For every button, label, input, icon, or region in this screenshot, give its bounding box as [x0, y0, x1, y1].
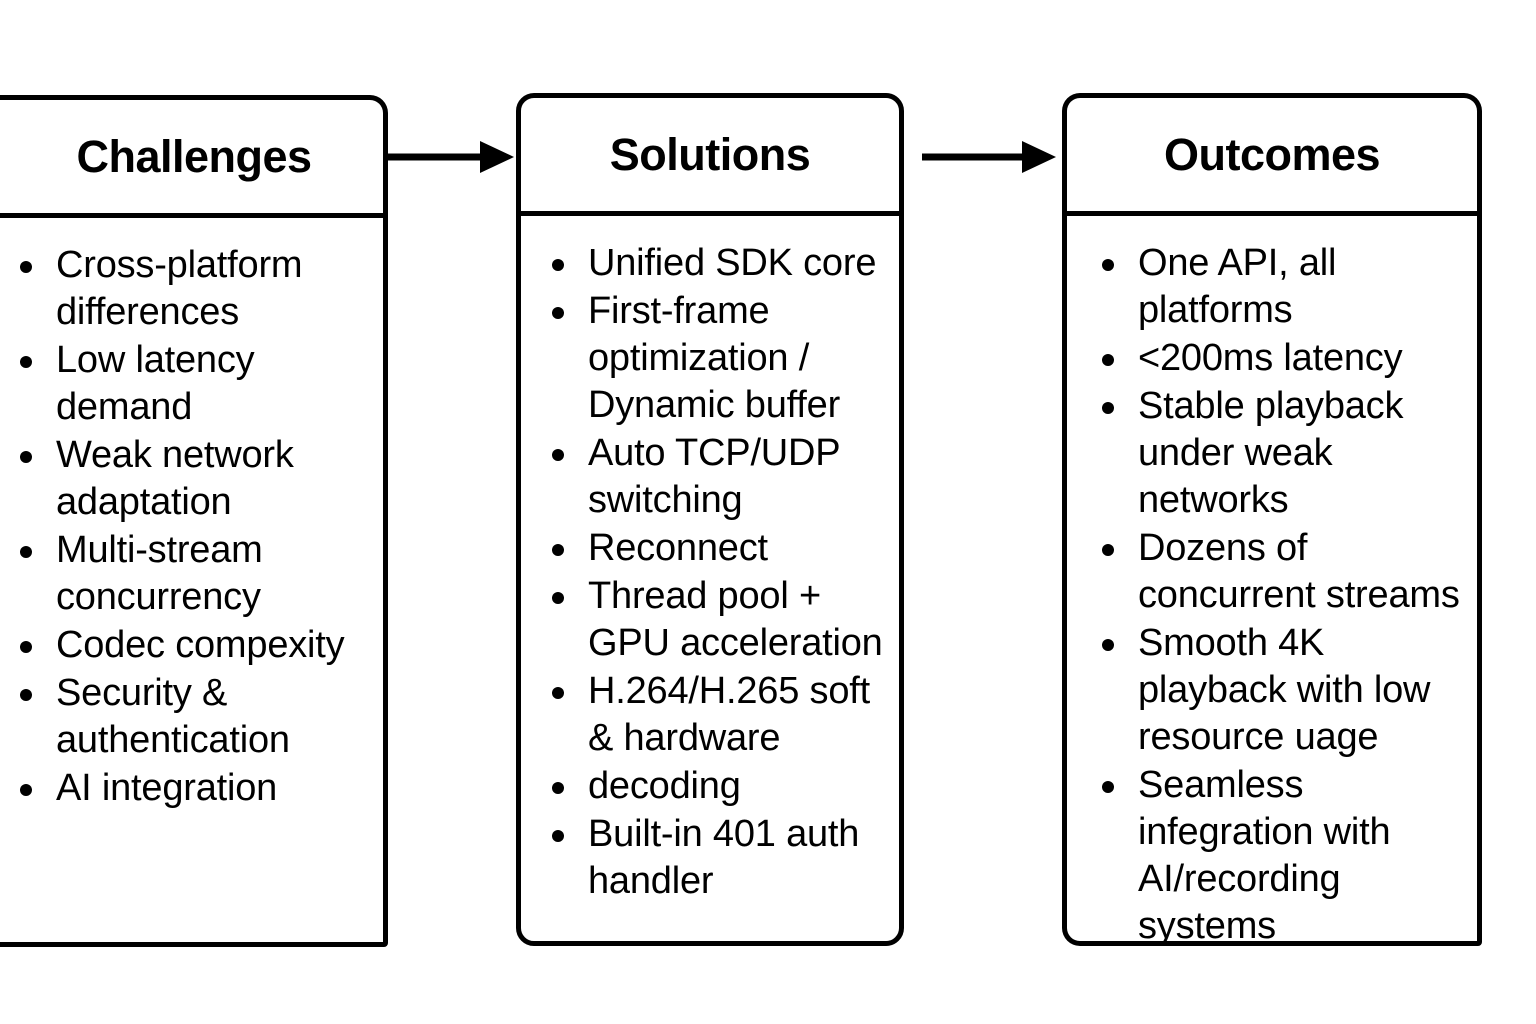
list-item: Weak network adaptation [15, 432, 375, 526]
list-item: Smooth 4K playback with low resource uag… [1097, 620, 1471, 761]
arrow-right-icon [922, 137, 1056, 177]
list-item: Codec compexity [15, 622, 375, 669]
stage-header-outcomes: Outcomes [1067, 98, 1477, 216]
bullet-list-challenges: Cross-platform differences Low latency d… [15, 242, 375, 812]
list-item: Low latency demand [15, 337, 375, 431]
list-item: Reconnect [547, 525, 893, 572]
list-item: H.264/H.265 soft & hardware [547, 668, 893, 762]
list-item: Auto TCP/UDP switching [547, 430, 893, 524]
list-item: Multi-stream concurrency [15, 527, 375, 621]
arrow-right-icon [386, 137, 514, 177]
bullet-list-outcomes: One API, all platforms <200ms latency St… [1097, 240, 1471, 941]
stage-header-solutions: Solutions [521, 98, 899, 216]
list-item: Thread pool + GPU acceleration [547, 573, 893, 667]
stage-body-outcomes: One API, all platforms <200ms latency St… [1067, 216, 1477, 941]
stage-box-challenges: Challenges Cross-platform differences Lo… [0, 95, 388, 947]
stage-body-solutions: Unified SDK core First-frame optimizatio… [521, 216, 899, 941]
list-item: Stable playback under weak networks [1097, 383, 1471, 524]
stage-title-challenges: Challenges [76, 131, 312, 182]
bullet-list-solutions: Unified SDK core First-frame optimizatio… [547, 240, 893, 905]
list-item: Unified SDK core [547, 240, 893, 287]
list-item: One API, all platforms [1097, 240, 1471, 334]
stage-header-challenges: Challenges [0, 100, 383, 218]
list-item: Seamless infegration with AI/recording s… [1097, 762, 1471, 941]
stage-title-solutions: Solutions [609, 129, 811, 180]
stage-box-solutions: Solutions Unified SDK core First-frame o… [516, 93, 904, 946]
list-item: Built-in 401 auth handler [547, 811, 893, 905]
list-item: Cross-platform differences [15, 242, 375, 336]
list-item: <200ms latency [1097, 335, 1471, 382]
list-item: Security & authentication [15, 670, 375, 764]
stage-box-outcomes: Outcomes One API, all platforms <200ms l… [1062, 93, 1482, 946]
list-item: First-frame optimization / Dynamic buffe… [547, 288, 893, 429]
list-item: Dozens of concurrent streams [1097, 525, 1471, 619]
stage-title-outcomes: Outcomes [1163, 129, 1381, 180]
list-item: AI integration [15, 765, 375, 812]
list-item: decoding [547, 763, 893, 810]
stage-body-challenges: Cross-platform differences Low latency d… [0, 218, 383, 942]
